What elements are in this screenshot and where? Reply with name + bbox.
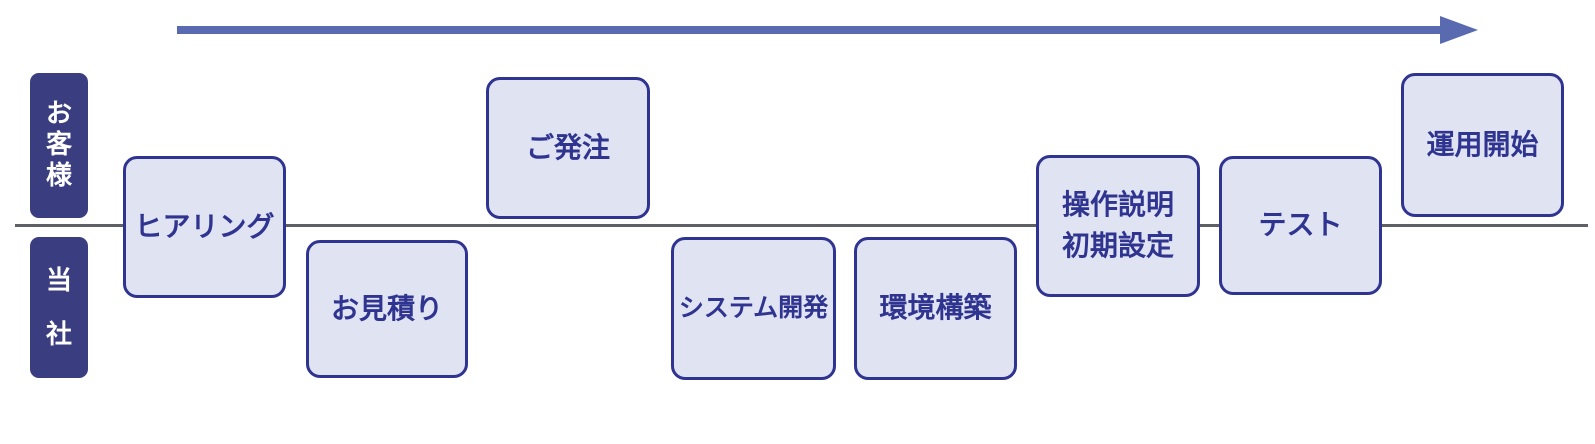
lane-divider-line [15, 224, 1588, 227]
step-hearing: ヒアリング [123, 156, 286, 298]
step-estimate: お見積り [306, 240, 468, 378]
lane-label-customer: お客様 [30, 73, 88, 218]
step-system-development: システム開発 [671, 237, 836, 380]
timeline-arrow [177, 26, 1440, 34]
step-instruction-initial-setup: 操作説明 初期設定 [1036, 155, 1200, 297]
lane-label-company: 当社 [30, 237, 88, 378]
step-operation-start: 運用開始 [1401, 73, 1564, 217]
step-order: ご発注 [486, 77, 650, 219]
step-test: テスト [1219, 156, 1382, 295]
step-environment-build: 環境構築 [854, 237, 1017, 380]
timeline-arrowhead-icon [1440, 16, 1478, 44]
